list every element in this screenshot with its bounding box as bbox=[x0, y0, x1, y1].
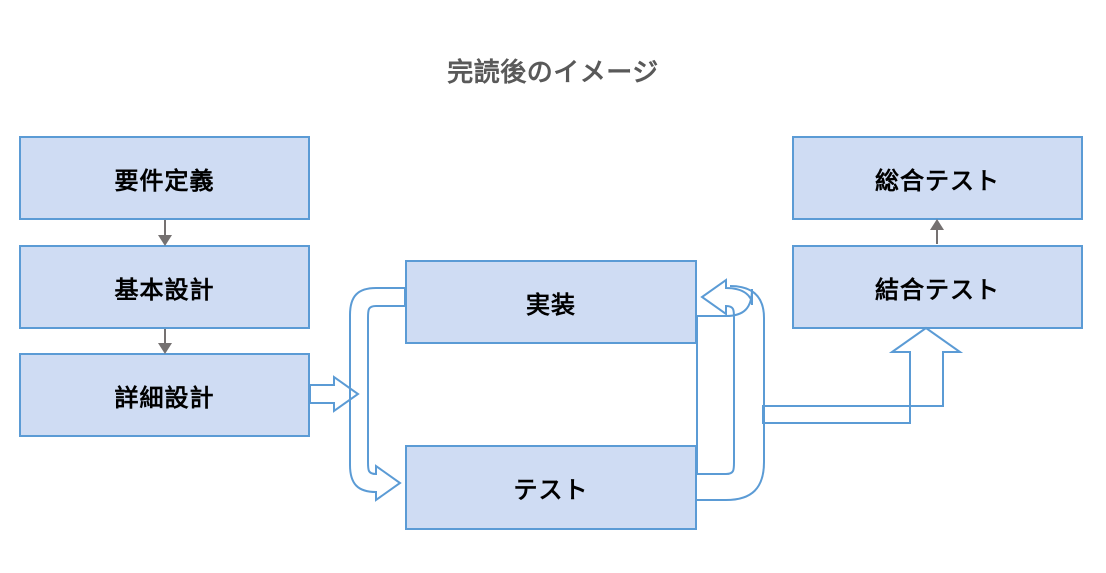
node-implementation[interactable]: 実装 bbox=[405, 260, 697, 344]
node-integration-test[interactable]: 結合テスト bbox=[792, 245, 1083, 329]
node-basic-design[interactable]: 基本設計 bbox=[19, 245, 310, 329]
node-label: テスト bbox=[513, 477, 589, 504]
node-detailed-design[interactable]: 詳細設計 bbox=[19, 353, 310, 437]
connector-test-loop-inner bbox=[697, 285, 765, 501]
node-unit-test[interactable]: テスト bbox=[405, 445, 697, 530]
connector-center-to-integration-test bbox=[762, 326, 964, 424]
node-requirements[interactable]: 要件定義 bbox=[19, 136, 310, 220]
node-label: 結合テスト bbox=[875, 276, 1000, 304]
page-title: 完読後のイメージ bbox=[447, 57, 659, 87]
node-label: 実装 bbox=[526, 291, 576, 319]
node-label: 基本設計 bbox=[114, 276, 215, 304]
connector-basic-design-to-detailed-design bbox=[158, 329, 172, 354]
connector-integration-test-to-system-test bbox=[930, 219, 944, 244]
node-label: 詳細設計 bbox=[114, 384, 215, 412]
connector-implementation-to-test-loop bbox=[349, 287, 406, 502]
node-system-test[interactable]: 総合テスト bbox=[792, 136, 1083, 220]
node-label: 総合テスト bbox=[875, 167, 1000, 195]
connector-detailed-design-to-center bbox=[309, 375, 360, 413]
connector-requirements-to-basic-design bbox=[158, 220, 172, 246]
connector-test-to-implementation-loop bbox=[696, 278, 753, 475]
node-label: 要件定義 bbox=[114, 167, 215, 195]
